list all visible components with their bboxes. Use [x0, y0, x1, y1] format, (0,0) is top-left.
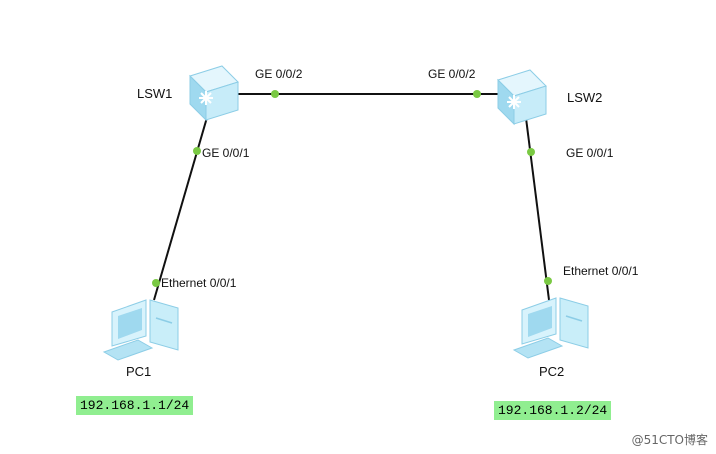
device-label-lsw2: LSW2: [567, 90, 603, 105]
ip-badge-pc1: 192.168.1.1/24: [76, 396, 194, 415]
ip-badge-pc2: 192.168.1.2/24: [494, 401, 612, 420]
device-label-pc1: PC1: [126, 364, 152, 379]
port-label-lsw2-ge002: GE 0/0/2: [428, 67, 476, 81]
device-label-pc2: PC2: [539, 364, 565, 379]
port-dot-pc2-eth: [544, 277, 552, 285]
port-dot-pc1-eth: [152, 279, 160, 287]
port-label-lsw1-ge001: GE 0/0/1: [202, 146, 250, 160]
port-dot-lsw1-ge002: [271, 90, 279, 98]
port-dot-lsw2-ge002: [473, 90, 481, 98]
watermark: @51CTO博客: [631, 433, 708, 447]
port-label-lsw1-ge002: GE 0/0/2: [255, 67, 303, 81]
link-lsw2-pc2[interactable]: [525, 117, 550, 301]
port-label-pc1-eth: Ethernet 0/0/1: [161, 276, 237, 290]
port-dot-lsw2-ge001: [527, 148, 535, 156]
pc-icon-pc1[interactable]: [102, 299, 179, 361]
link-lsw1-pc1[interactable]: [153, 113, 209, 301]
port-dot-lsw1-ge001: [193, 147, 201, 155]
port-label-pc2-eth: Ethernet 0/0/1: [563, 264, 639, 278]
pc-icon-pc2[interactable]: [512, 297, 589, 359]
device-label-lsw1: LSW1: [137, 86, 173, 101]
port-label-lsw2-ge001: GE 0/0/1: [566, 146, 614, 160]
switch-icon-lsw1[interactable]: [189, 65, 239, 122]
switch-icon-lsw2[interactable]: [497, 69, 547, 126]
